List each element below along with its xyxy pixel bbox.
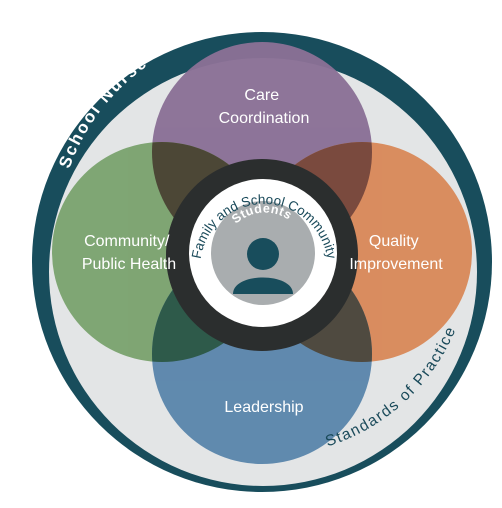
- quality-improvement-label: Quality Improvement: [349, 233, 443, 273]
- leadership-label: Leadership: [224, 399, 303, 416]
- care-coordination-label: Care Coordination: [219, 87, 310, 127]
- community-public-health-label: Community/ Public Health: [82, 233, 176, 273]
- student-person-icon: [233, 238, 293, 294]
